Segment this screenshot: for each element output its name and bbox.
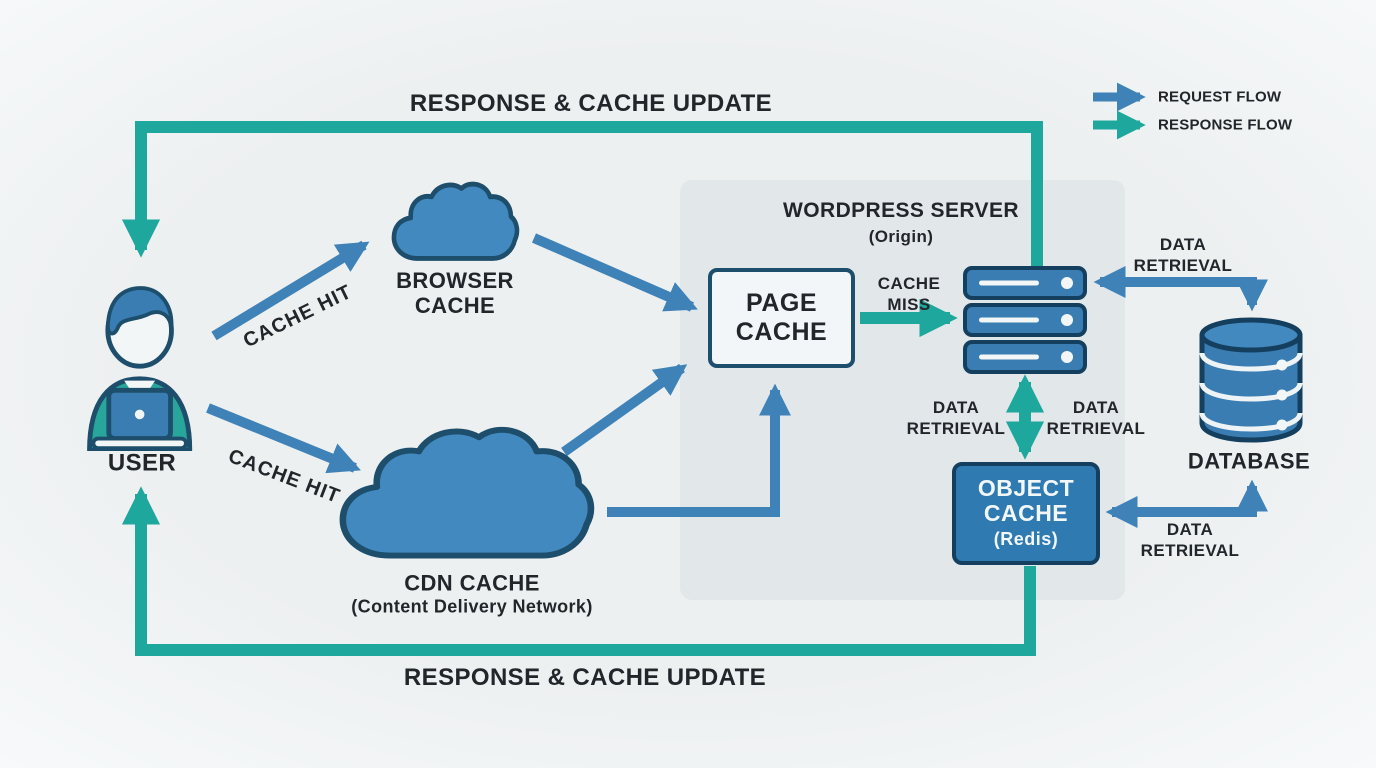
data-retrieval-line2: RETRIEVAL [906, 419, 1006, 438]
cache-miss-label: CACHE MISS [878, 273, 940, 315]
cdn-to-pagecache-diagonal-arrow [561, 363, 688, 457]
cdn-cache-title: CDN CACHE [404, 570, 540, 596]
data-retrieval-line2: RETRIEVAL [1046, 419, 1146, 438]
object-cache-label-line2: CACHE [983, 499, 1069, 526]
objectcache-database-arrow [1105, 479, 1269, 529]
top-response-banner: RESPONSE & CACHE UPDATE [409, 90, 773, 117]
server-database-arrow [1093, 265, 1269, 312]
browser-cache-icon [391, 181, 520, 261]
response-top-loop-arrow [121, 121, 1043, 266]
user-label: USER [107, 449, 177, 477]
legend-request-label: REQUEST FLOW [1158, 88, 1282, 106]
cdn-to-pagecache-elbow-arrow [607, 383, 792, 517]
cache-miss-line1: CACHE [877, 274, 941, 293]
user-to-browsercache-arrow [211, 240, 370, 341]
data-retrieval-line1: DATA [1072, 398, 1120, 417]
database-icon [1199, 317, 1303, 443]
object-cache-redis-label: (Redis) [993, 528, 1059, 549]
object-cache-box: OBJECT CACHE (Redis) [952, 462, 1100, 565]
data-retrieval-line2: RETRIEVAL [1140, 541, 1240, 560]
data-retrieval-line1: DATA [1166, 520, 1214, 539]
wordpress-server-subtitle: (Origin) [868, 227, 934, 246]
legend-response-label: RESPONSE FLOW [1158, 116, 1293, 134]
data-retrieval-right-label: DATA RETRIEVAL [1047, 397, 1146, 439]
data-retrieval-line1: DATA [1159, 235, 1207, 254]
page-cache-label-line1: PAGE [746, 289, 817, 317]
cache-miss-line2: MISS [887, 295, 931, 314]
browsercache-to-pagecache-arrow [531, 233, 698, 312]
response-bottom-loop-arrow [121, 486, 1036, 656]
wordpress-server-title: WORDPRESS SERVER [783, 199, 1019, 222]
user-icon [87, 286, 193, 451]
data-retrieval-bottom-label: DATA RETRIEVAL [1141, 519, 1240, 561]
user-to-cdn-arrow [206, 403, 361, 474]
browser-cache-label: BROWSER CACHE [396, 268, 514, 318]
data-retrieval-left-label: DATA RETRIEVAL [907, 397, 1006, 439]
data-retrieval-line1: DATA [932, 398, 980, 417]
cdn-cache-subtitle: (Content Delivery Network) [351, 596, 593, 617]
wordpress-server-icon [963, 266, 1087, 374]
cdn-cache-icon [339, 426, 595, 559]
bottom-response-banner: RESPONSE & CACHE UPDATE [403, 664, 767, 691]
page-cache-label-line2: CACHE [735, 318, 828, 346]
data-retrieval-top-label: DATA RETRIEVAL [1134, 234, 1233, 276]
browser-cache-label-line1: BROWSER [396, 268, 514, 293]
data-retrieval-line2: RETRIEVAL [1133, 256, 1233, 275]
browser-cache-label-line2: CACHE [414, 293, 496, 318]
database-label: DATABASE [1187, 448, 1311, 474]
object-cache-label-line1: OBJECT [977, 474, 1075, 501]
page-cache-box: PAGE CACHE [708, 268, 855, 368]
